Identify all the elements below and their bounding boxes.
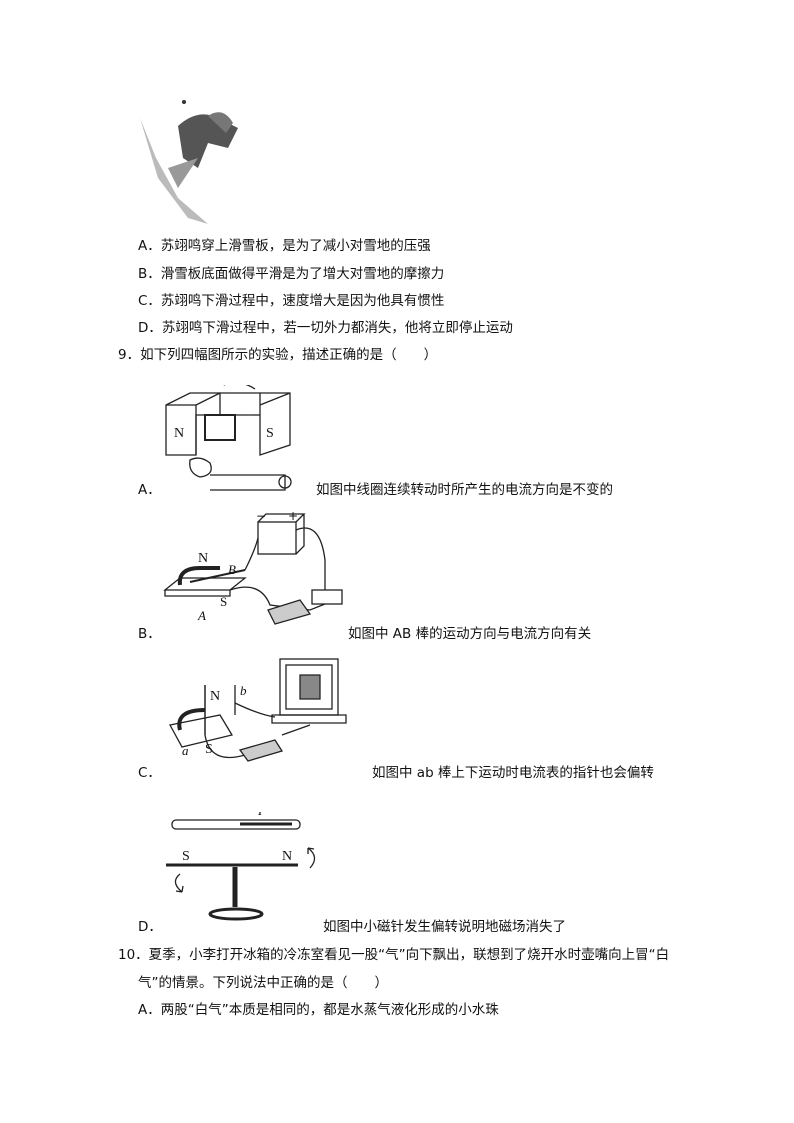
q8-option-a: A．苏翊鸣穿上滑雪板，是为了减小对雪地的压强 (138, 238, 431, 254)
svg-text:a: a (182, 743, 189, 758)
q8-option-d: D．苏翊鸣下滑过程中，若一切外力都消失，他将立即停止运动 (138, 320, 513, 336)
svg-text:S: S (220, 594, 227, 609)
motor-figure: N B A S − + (160, 510, 350, 635)
q10-stem-line2: 气”的情景。下列说法中正确的是（ ） (138, 975, 388, 991)
oersted-figure: I S N (160, 812, 330, 927)
svg-text:A: A (197, 608, 206, 623)
q9-option-d-label: D． (138, 919, 162, 935)
q9-option-c-label: C． (138, 765, 161, 781)
q8-option-b: B．滑雪板底面做得平滑是为了增大对雪地的摩擦力 (138, 266, 445, 282)
q9-option-a-label: A． (138, 482, 161, 498)
q10-stem-line1: 10．夏季，小李打开冰箱的冷冻室看见一股“气”向下飘出，联想到了烧开水时壶嘴向上… (118, 947, 670, 963)
q9-option-d-text: 如图中小磁针发生偏转说明地磁场消失了 (323, 919, 566, 935)
skier-photo (138, 98, 248, 226)
induction-figure: N b a S (160, 655, 360, 775)
svg-text:I: I (257, 812, 263, 818)
svg-text:S: S (266, 426, 274, 441)
svg-text:N: N (174, 426, 184, 441)
q9-option-b-text: 如图中 AB 棒的运动方向与电流方向有关 (348, 626, 592, 642)
generator-figure: N S (160, 385, 300, 495)
svg-text:N: N (198, 551, 208, 566)
svg-text:S: S (205, 742, 213, 757)
q10-option-a: A．两股“白气”本质是相同的，都是水蒸气液化形成的小水珠 (138, 1002, 499, 1018)
svg-text:N: N (210, 689, 220, 704)
q9-option-c-text: 如图中 ab 棒上下运动时电流表的指针也会偏转 (372, 765, 654, 781)
svg-text:b: b (240, 683, 247, 698)
svg-text:−: − (256, 510, 266, 523)
svg-text:B: B (228, 562, 236, 577)
svg-text:N: N (282, 849, 292, 864)
q9-stem: 9．如下列四幅图所示的实验，描述正确的是（ ） (118, 347, 438, 363)
svg-text:S: S (182, 849, 190, 864)
q9-option-a-text: 如图中线圈连续转动时所产生的电流方向是不变的 (316, 482, 613, 498)
q9-option-b-label: B． (138, 626, 161, 642)
svg-text:+: + (288, 510, 298, 523)
q8-option-c: C．苏翊鸣下滑过程中，速度增大是因为他具有惯性 (138, 293, 445, 309)
